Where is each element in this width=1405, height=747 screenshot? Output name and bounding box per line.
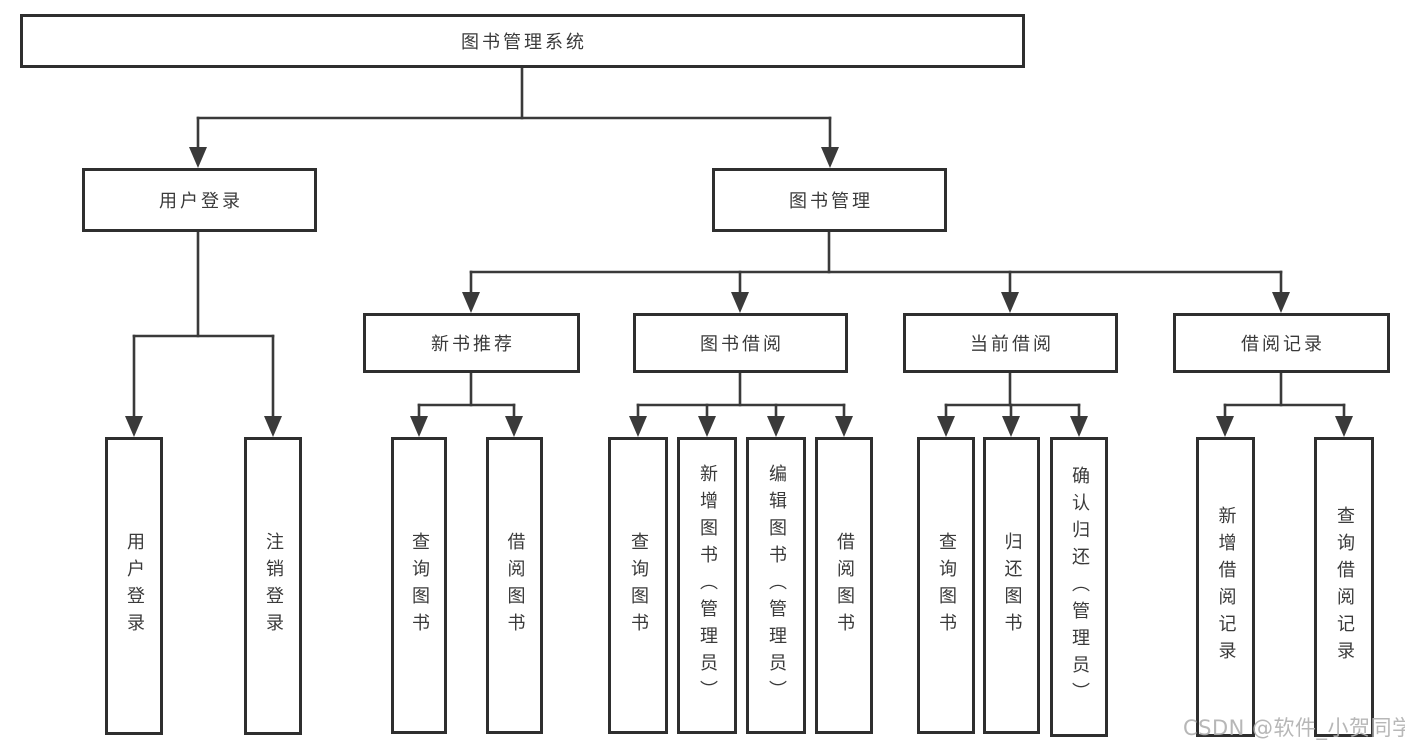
node-label: 借阅记录 (1241, 334, 1325, 355)
csdn-watermark: CSDN @软件_小贺同学 (1183, 716, 1405, 740)
connector-current-borrow-to-leaves (937, 370, 1088, 437)
leaf-label: 查询借阅记录 (1334, 506, 1355, 668)
leaf-label: 注销登录 (263, 532, 284, 640)
leaf-user-login: 用户登录 (105, 437, 163, 735)
connector-borrow-records-to-leaves (1216, 370, 1353, 437)
connector-book-management-to-level3 (462, 229, 1290, 313)
leaf-add-book-admin: 新增图书（管理员） (677, 437, 737, 734)
node-book-management: 图书管理 (712, 168, 947, 232)
leaf-logout: 注销登录 (244, 437, 302, 735)
node-label: 新书推荐 (431, 334, 515, 355)
connector-new-book-recommend-to-leaves (410, 370, 523, 437)
leaf-label: 借阅图书 (834, 531, 855, 640)
node-current-borrow: 当前借阅 (903, 313, 1118, 373)
leaf-query-borrow-record: 查询借阅记录 (1314, 437, 1374, 737)
leaf-add-borrow-record: 新增借阅记录 (1196, 437, 1255, 737)
leaf-query-books-borrow: 查询图书 (608, 437, 668, 734)
leaf-label: 用户登录 (124, 532, 145, 640)
connector-user-login-to-leaves (125, 229, 282, 437)
leaf-label: 借阅图书 (504, 531, 526, 640)
leaf-return-book: 归还图书 (983, 437, 1040, 734)
leaf-label: 新增借阅记录 (1215, 506, 1237, 668)
leaf-label: 新增图书（管理员） (697, 464, 718, 707)
leaf-confirm-return-admin: 确认归还（管理员） (1050, 437, 1108, 737)
leaf-label: 确认归还（管理员） (1069, 465, 1090, 709)
leaf-borrow-books: 借阅图书 (815, 437, 873, 734)
leaf-edit-book-admin: 编辑图书（管理员） (746, 437, 806, 734)
leaf-label: 查询图书 (409, 531, 430, 640)
leaf-query-books-recommend: 查询图书 (391, 437, 447, 734)
node-label: 用户登录 (159, 191, 243, 212)
node-borrow-records: 借阅记录 (1173, 313, 1390, 373)
connector-root-to-level2 (189, 65, 839, 168)
node-book-borrow: 图书借阅 (633, 313, 848, 373)
leaf-label: 归还图书 (1001, 531, 1023, 640)
node-label: 图书管理 (789, 191, 873, 212)
node-label: 图书管理系统 (461, 32, 587, 53)
node-user-login: 用户登录 (82, 168, 317, 232)
leaf-query-books-current: 查询图书 (917, 437, 975, 734)
leaf-borrow-books-recommend: 借阅图书 (486, 437, 543, 734)
node-new-book-recommend: 新书推荐 (363, 313, 580, 373)
leaf-label: 查询图书 (936, 531, 957, 640)
leaf-label: 查询图书 (628, 531, 649, 640)
node-label: 当前借阅 (970, 334, 1054, 355)
connector-book-borrow-to-leaves (629, 370, 853, 437)
node-label: 图书借阅 (700, 334, 784, 355)
node-library-management-system: 图书管理系统 (20, 14, 1025, 68)
leaf-label: 编辑图书（管理员） (766, 464, 787, 707)
